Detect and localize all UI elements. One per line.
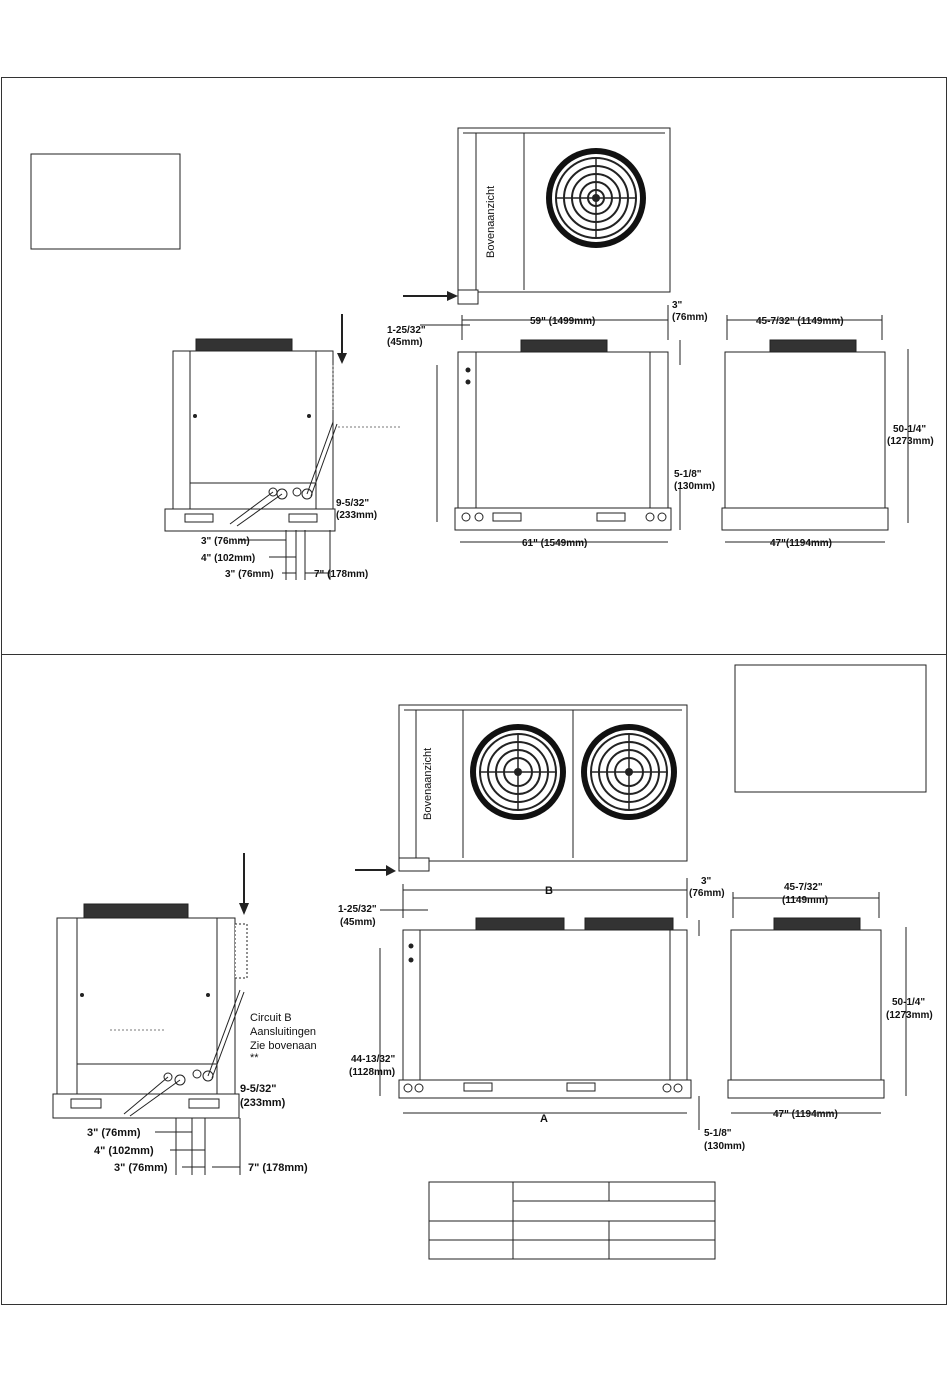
dim-3in-b-large: 3" (76mm)	[114, 1162, 168, 1174]
fan-icon	[581, 724, 677, 820]
circuit-b-note: **	[250, 1052, 259, 1064]
dim-height-mm: (1273mm)	[887, 436, 934, 447]
note-box-bottom	[734, 664, 927, 793]
dim-height-mm-large: (1273mm)	[886, 1010, 933, 1021]
connection-side-view-large	[52, 853, 249, 1119]
dim-3in-a-large: 3" (76mm)	[87, 1127, 141, 1139]
dim-conn-offset-mm: (45mm)	[387, 337, 423, 348]
dim-conn-side-large: 9-5/32"	[240, 1083, 276, 1095]
dim-conn-offset-mm-large: (45mm)	[340, 917, 376, 928]
dim-lines-large-left	[155, 1118, 241, 1175]
dim-top-offset-mm-large: (76mm)	[689, 888, 725, 899]
dim-height: 50-1/4"	[893, 424, 926, 435]
top-view-label: Bovenaanzicht	[485, 186, 497, 258]
dim-side-width-top: 45-7/32" (1149mm)	[756, 316, 844, 327]
front-view-small-unit	[454, 339, 672, 531]
dim-4in: 4" (102mm)	[201, 553, 255, 564]
dim-width-top: 59" (1499mm)	[530, 316, 595, 327]
dim-conn-side-mm: (233mm)	[336, 510, 377, 521]
dim-side-width-top-large: 45-7/32"	[784, 882, 823, 893]
dim-3in-a: 3" (76mm)	[201, 536, 250, 547]
dim-height-large: 50-1/4"	[892, 997, 925, 1008]
dim-conn-side: 9-5/32"	[336, 498, 369, 509]
dim-base-height-mm-large: (130mm)	[704, 1141, 745, 1152]
dim-7in: 7" (178mm)	[314, 569, 368, 580]
front-view-large-unit	[398, 917, 692, 1099]
dim-width-top-large: B	[545, 885, 553, 897]
side-view-large-unit	[727, 917, 885, 1099]
dim-base-height-large: 5-1/8"	[704, 1128, 732, 1139]
dim-conn-side-mm-large: (233mm)	[240, 1097, 286, 1109]
dim-top-offset-mm: (76mm)	[672, 312, 708, 323]
dim-lines-small-left	[239, 530, 331, 580]
dim-top-offset-large: 3"	[701, 876, 712, 887]
fan-icon	[470, 724, 566, 820]
top-view-large-unit: Bovenaanzicht	[398, 704, 688, 872]
circuit-b-see-above: Zie bovenaan	[250, 1040, 317, 1052]
top-view-label-large: Bovenaanzicht	[422, 748, 434, 820]
dim-lines-small-front	[420, 305, 681, 543]
dim-4in-large: 4" (102mm)	[94, 1145, 154, 1157]
connection-side-view-small	[164, 314, 400, 532]
dim-top-offset: 3"	[672, 300, 683, 311]
dim-lines-large-side	[731, 892, 907, 1114]
dim-conn-offset-large: 1-25/32"	[338, 904, 377, 915]
top-view-small-unit: Bovenaanzicht	[457, 127, 671, 305]
fan-icon	[546, 148, 646, 248]
circuit-b-connections: Aansluitingen	[250, 1026, 316, 1038]
dim-width-bottom-large: A	[540, 1113, 548, 1125]
dim-conn-height-mm-large: (1128mm)	[349, 1067, 395, 1078]
arrow-icon	[403, 291, 458, 301]
dim-lines-small-side	[725, 315, 909, 543]
circuit-b-label: Circuit B	[250, 1012, 292, 1024]
dim-side-width-bottom: 47"(1194mm)	[770, 538, 832, 549]
dim-conn-offset: 1-25/32"	[387, 325, 426, 336]
dimension-table	[428, 1181, 716, 1260]
dim-3in-b: 3" (76mm)	[225, 569, 274, 580]
side-view-small-unit	[721, 339, 889, 531]
panel-large-unit	[1, 654, 947, 1305]
dim-base-height: 5-1/8"	[674, 469, 702, 480]
dim-lines-large-front	[379, 878, 700, 1130]
dim-width-bottom: 61" (1549mm)	[522, 538, 587, 549]
dim-7in-large: 7" (178mm)	[248, 1162, 308, 1174]
dim-conn-height-large: 44-13/32"	[351, 1054, 395, 1065]
dim-side-width-bottom-large: 47" (1194mm)	[773, 1109, 838, 1120]
arrow-icon	[355, 865, 396, 876]
dim-base-height-mm: (130mm)	[674, 481, 715, 492]
note-box-top	[30, 153, 181, 250]
dim-side-width-top-mm-large: (1149mm)	[782, 895, 828, 906]
